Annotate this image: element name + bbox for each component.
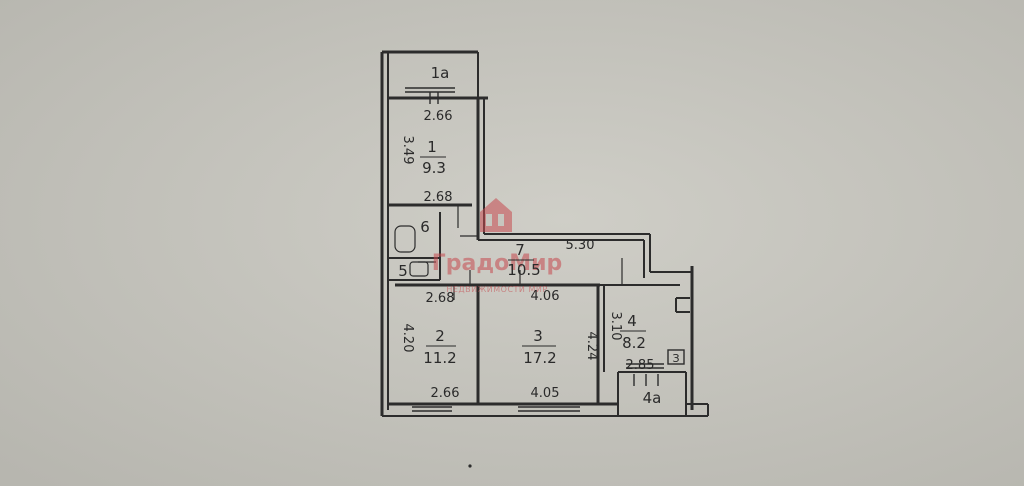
- watermark: ГрадоМир НЕДВИЖИМОСТИ МИР: [432, 198, 563, 294]
- dimension-labels: 2.66 2.68 3.49 5.30 2.68 2.66 4.20 4.06 …: [400, 109, 654, 401]
- room-4-label: 4: [627, 312, 637, 330]
- dim-room3-bottom: 4.05: [531, 386, 560, 401]
- toilet-icon: [409, 261, 429, 277]
- room-3-label: 3: [533, 327, 543, 345]
- dim-room2-bottom: 2.66: [431, 386, 460, 401]
- dim-room1-bottom: 2.68: [424, 190, 453, 205]
- hall-label: 7: [515, 241, 525, 259]
- room-4a-label: 4а: [643, 389, 662, 407]
- dim-room2-side: 4.20: [400, 324, 415, 353]
- watermark-brand: ГрадоМир: [432, 251, 563, 276]
- room-6-label: 6: [420, 218, 430, 236]
- marker-box: [667, 349, 685, 365]
- room-1a-label: 1а: [431, 64, 450, 82]
- walls: [380, 50, 709, 417]
- doors: [418, 205, 623, 300]
- room-4-area: 8.2: [622, 334, 646, 352]
- dim-room4-side: 3.10: [608, 312, 623, 341]
- room-labels: 1а 1 9.3 2 11.2 3 17.2 4 8.2 4а 5 6 7 10…: [398, 64, 661, 407]
- room-3-area: 17.2: [523, 349, 556, 367]
- stray-mark: [468, 464, 472, 468]
- fixtures: [394, 225, 429, 277]
- dim-room4-bottom: 2.85: [626, 358, 655, 373]
- windows: [405, 87, 664, 412]
- marker-label: З: [672, 352, 679, 365]
- dim-room1-side: 3.49: [400, 136, 415, 165]
- dim-room1-top: 2.66: [424, 109, 453, 124]
- watermark-tagline: НЕДВИЖИМОСТИ МИР: [446, 285, 547, 294]
- room-1-label: 1: [427, 138, 437, 156]
- dim-room3-side: 4.24: [584, 332, 599, 361]
- hall-area: 10.5: [507, 261, 540, 279]
- dim-room3-top: 4.06: [531, 289, 560, 304]
- house-logo-icon: [480, 198, 512, 232]
- room-1-area: 9.3: [422, 159, 446, 177]
- room-2-area: 11.2: [423, 349, 456, 367]
- dim-room2-top: 2.68: [426, 291, 455, 306]
- bathtub-icon: [394, 225, 416, 253]
- room-2-label: 2: [435, 327, 445, 345]
- dim-hall-length: 5.30: [566, 238, 595, 253]
- room-5-label: 5: [398, 262, 408, 280]
